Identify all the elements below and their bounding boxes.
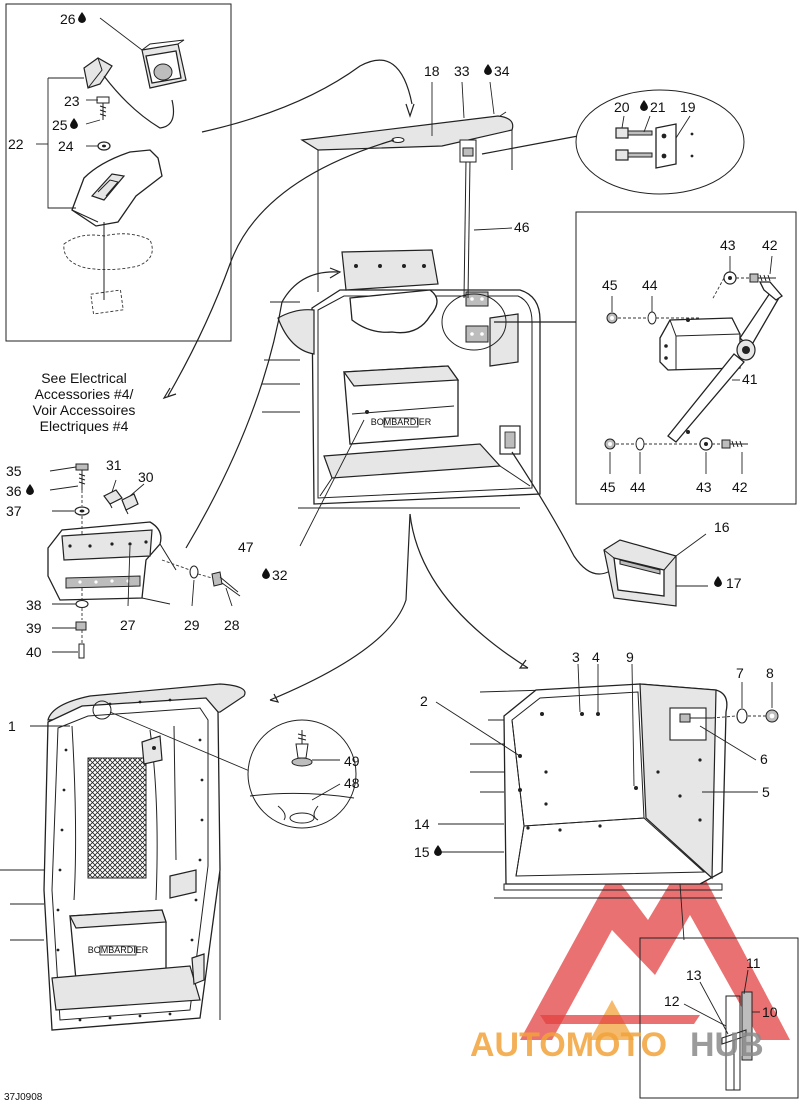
callout-47: 47 — [238, 539, 254, 555]
callout-8: 8 — [766, 665, 774, 681]
callout-34: 34 — [494, 63, 510, 79]
callout-12: 12 — [664, 993, 680, 1009]
watermark-text: AUTOMOTO HUB — [470, 1026, 764, 1064]
note-line-1: See Electrical — [41, 370, 127, 386]
callout-43b: 43 — [696, 479, 712, 495]
callout-44: 44 — [642, 277, 658, 293]
inner-box-view — [435, 663, 779, 941]
note-line-4: Electriques #4 — [40, 418, 129, 434]
watermark-dark: HUB — [690, 1026, 764, 1064]
callout-3: 3 — [572, 649, 580, 665]
callout-11: 11 — [746, 955, 761, 971]
watermark-accent: AUTOMOTO — [470, 1026, 667, 1064]
brand-plate-liner: BOMBARDIER — [88, 945, 149, 955]
callout-9: 9 — [626, 649, 634, 665]
note-line-2: Accessories #4/ — [35, 386, 134, 402]
callout-1: 1 — [8, 718, 16, 734]
callout-25: 25 — [52, 117, 68, 133]
callout-2: 2 — [420, 693, 428, 709]
callout-15: 15 — [414, 844, 430, 860]
callout-29: 29 — [184, 617, 200, 633]
callout-45: 45 — [602, 277, 618, 293]
callout-43: 43 — [720, 237, 736, 253]
callout-45b: 45 — [600, 479, 616, 495]
liner-view: BOMBARDIER — [0, 683, 253, 1031]
oil-drop-icon — [262, 568, 270, 579]
callout-30: 30 — [138, 469, 154, 485]
callout-13: 13 — [686, 967, 702, 983]
callout-23: 23 — [64, 93, 80, 109]
brand-plate-main: BOMBARDIER — [371, 417, 432, 427]
detail-screw — [247, 719, 357, 829]
callout-37: 37 — [6, 503, 22, 519]
oil-drop-icon — [70, 118, 78, 129]
callout-20: 20 — [614, 99, 630, 115]
callout-14: 14 — [414, 816, 430, 832]
callout-26: 26 — [60, 11, 76, 27]
callout-21: 21 — [650, 99, 666, 115]
callout-48: 48 — [344, 775, 360, 791]
callout-19: 19 — [680, 99, 696, 115]
detail-hinge-bolts — [575, 89, 745, 195]
leader-lines-top — [162, 59, 609, 703]
detail-seal — [639, 937, 799, 1099]
callout-22: 22 — [8, 136, 24, 152]
main-storage-box: BOMBARDIER — [262, 111, 541, 509]
watermark-logo — [520, 850, 790, 1040]
figure-code: 37J0908 — [4, 1092, 43, 1103]
callout-labels: 26 23 25 24 22 18 33 34 46 47 20 21 19 4… — [4, 11, 778, 1103]
callout-41: 41 — [742, 371, 758, 387]
oil-drop-icon — [26, 484, 34, 495]
callout-27: 27 — [120, 617, 136, 633]
callout-17: 17 — [726, 575, 742, 591]
callout-42b: 42 — [732, 479, 748, 495]
oil-drop-icon — [484, 64, 492, 75]
detail-cup-holder — [603, 533, 708, 607]
callout-4: 4 — [592, 649, 600, 665]
callout-28: 28 — [224, 617, 240, 633]
callout-38: 38 — [26, 597, 42, 613]
callout-5: 5 — [762, 784, 770, 800]
detail-hinge-bracket — [575, 211, 797, 505]
callout-31: 31 — [106, 457, 122, 473]
callout-40: 40 — [26, 644, 42, 660]
callout-24: 24 — [58, 138, 74, 154]
callout-39: 39 — [26, 620, 42, 636]
callout-32: 32 — [272, 567, 288, 583]
callout-16: 16 — [714, 519, 730, 535]
callout-7: 7 — [736, 665, 744, 681]
note-line-3: Voir Accessoires — [33, 402, 136, 418]
detail-latch-box — [5, 3, 232, 342]
callout-6: 6 — [760, 751, 768, 767]
callout-10: 10 — [762, 1004, 778, 1020]
callout-42: 42 — [762, 237, 778, 253]
callout-46: 46 — [514, 219, 530, 235]
callout-18: 18 — [424, 63, 440, 79]
detail-side-latch — [47, 463, 241, 659]
oil-drop-icon — [78, 12, 86, 23]
callout-36: 36 — [6, 483, 22, 499]
oil-drop-icon — [714, 576, 722, 587]
callout-49: 49 — [344, 753, 360, 769]
callout-44b: 44 — [630, 479, 646, 495]
callout-33: 33 — [454, 63, 470, 79]
callout-35: 35 — [6, 463, 22, 479]
oil-drop-icon — [434, 845, 442, 856]
